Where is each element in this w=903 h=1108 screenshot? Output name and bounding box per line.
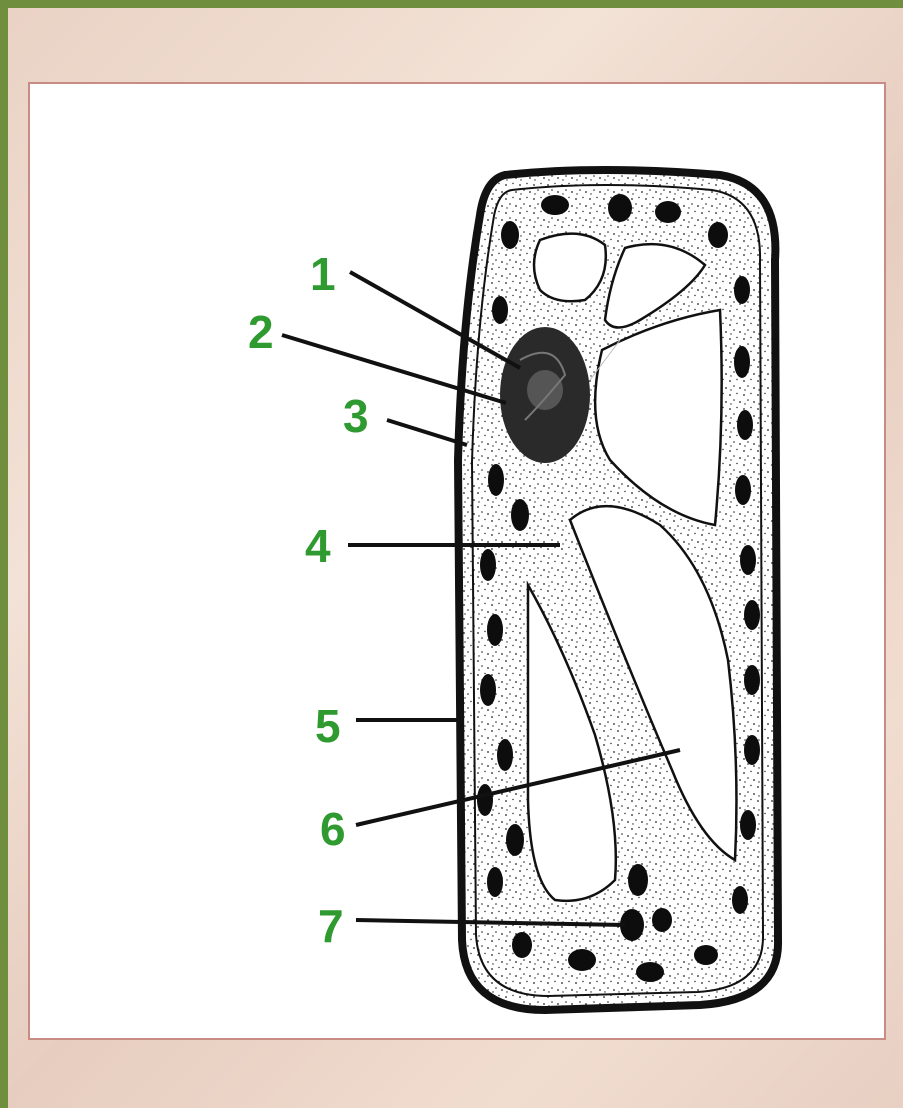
label-2: 2	[248, 306, 274, 358]
label-4: 4	[305, 520, 331, 572]
label-1: 1	[310, 248, 336, 300]
nucleolus	[527, 370, 563, 410]
label-5: 5	[315, 700, 341, 752]
label-3: 3	[343, 390, 369, 442]
label-6: 6	[320, 803, 346, 855]
label-7: 7	[318, 900, 344, 952]
